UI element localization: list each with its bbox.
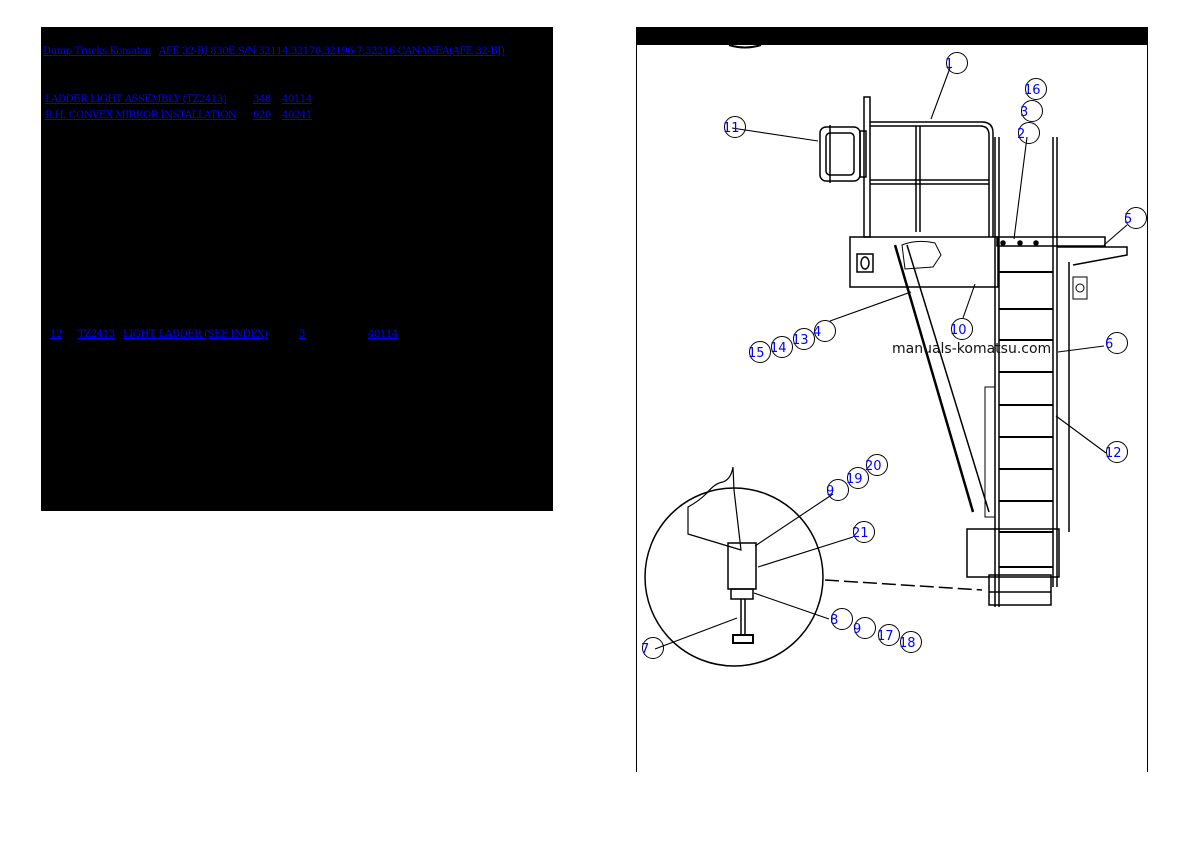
callout-17[interactable]: 17 (877, 629, 894, 644)
part-qty-link[interactable]: 3 (299, 329, 305, 340)
parts-table-row: 12 TZ2413 LIGHT, LADDER (SEE INDEX) 3 40… (41, 329, 553, 344)
callout-14[interactable]: 14 (770, 341, 787, 356)
assembly-code-link[interactable]: 40241 (282, 110, 312, 121)
callout-1[interactable]: 1 (945, 57, 954, 72)
callout-16[interactable]: 16 (1024, 83, 1041, 98)
part-ref-link[interactable]: 12 (50, 329, 62, 340)
assembly-name-link[interactable]: R.H. CONVEX MIRROR INSTALLATION (45, 110, 237, 121)
diagram-top-bar (637, 27, 1147, 45)
parts-list-panel: Dump Trucks Komatsu AFE 32-BJ 830E S/N 3… (41, 27, 553, 511)
parts-diagram: manuals-komatsu.com 1 16 3 2 11 5 4 13 14 15 10 6 12… (636, 27, 1148, 772)
assembly-page-link[interactable]: 020 (253, 110, 271, 121)
callout-21[interactable]: 21 (852, 526, 869, 541)
callout-11[interactable]: 11 (723, 121, 740, 136)
assembly-name-link[interactable]: LADDER LIGHT ASSEMBLY (TZ2413) (45, 94, 227, 105)
callout-15[interactable]: 15 (748, 346, 765, 361)
assembly-page-link[interactable]: 348 (253, 94, 271, 105)
watermark-text: manuals-komatsu.com (892, 341, 1052, 357)
callout-13[interactable]: 13 (792, 333, 809, 348)
callout-7[interactable]: 7 (641, 642, 650, 657)
callout-19[interactable]: 19 (846, 472, 863, 487)
callout-9[interactable]: 9 (826, 484, 835, 499)
callout-8[interactable]: 8 (830, 613, 839, 628)
part-description-link[interactable]: LIGHT, LADDER (SEE INDEX) (123, 329, 268, 340)
model-link[interactable]: AFE 32-BJ 830E S/N 32114,32170,32196-7,3… (159, 46, 505, 57)
callout-18[interactable]: 18 (899, 636, 916, 651)
callout-9[interactable]: 9 (853, 622, 862, 637)
part-code-link[interactable]: 40114 (368, 329, 398, 340)
assembly-code-link[interactable]: 40114 (282, 94, 312, 105)
callout-6[interactable]: 6 (1105, 337, 1114, 352)
callout-3[interactable]: 3 (1020, 105, 1029, 120)
callout-12[interactable]: 12 (1105, 446, 1122, 461)
callout-20[interactable]: 20 (865, 459, 882, 474)
category-link[interactable]: Dump Trucks Komatsu (43, 46, 152, 57)
callout-10[interactable]: 10 (950, 323, 967, 338)
part-number-link[interactable]: TZ2413 (78, 329, 115, 340)
ladder-assembly-drawing (644, 44, 1128, 667)
callout-5[interactable]: 5 (1124, 212, 1133, 227)
callout-4[interactable]: 4 (813, 325, 822, 340)
callout-2[interactable]: 2 (1017, 127, 1026, 142)
